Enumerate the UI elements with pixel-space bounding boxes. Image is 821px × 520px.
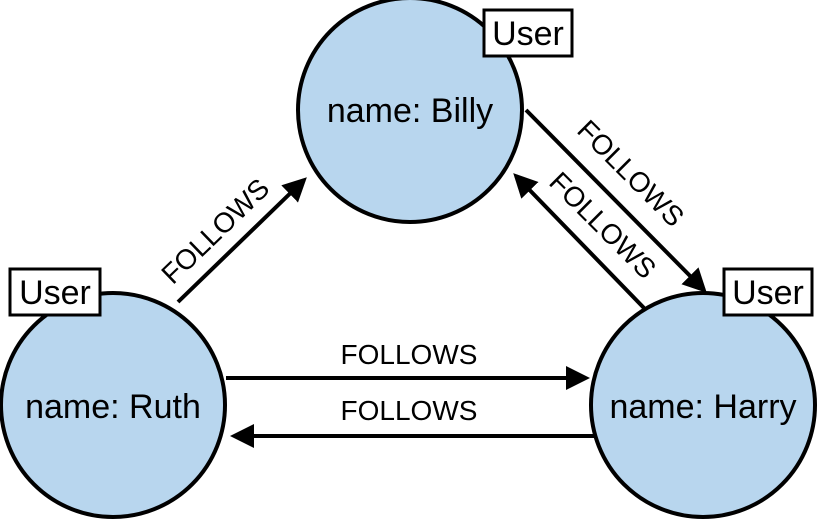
node-circle <box>0 291 227 519</box>
node-name: name: Harry <box>609 388 796 426</box>
edge-arrow <box>513 173 646 310</box>
edge-label: FOLLOWS <box>341 395 478 426</box>
edge-label: FOLLOWS <box>341 339 478 370</box>
edge-arrow <box>524 108 707 293</box>
node-harry: name: Harry User <box>589 267 817 519</box>
node-name: name: Billy <box>327 92 493 130</box>
edge-label: FOLLOWS <box>155 172 275 289</box>
edge-ruth-follows-harry: FOLLOWS <box>226 339 590 390</box>
node-name: name: Ruth <box>25 388 201 426</box>
node-label-box <box>722 267 814 317</box>
edge-arrow <box>176 177 307 304</box>
edge-ruth-follows-billy: FOLLOWS <box>155 172 307 304</box>
node-label-box <box>482 8 574 58</box>
node-label-box <box>8 267 102 317</box>
node-ruth: name: Ruth User <box>0 267 227 519</box>
node-label: User <box>492 15 564 53</box>
node-circle <box>589 291 817 519</box>
node-label: User <box>19 274 91 312</box>
edge-harry-follows-ruth: FOLLOWS <box>230 395 594 448</box>
edge-billy-follows-harry: FOLLOWS <box>524 108 707 293</box>
node-circle <box>296 0 524 224</box>
node-label: User <box>732 274 804 312</box>
node-billy: name: Billy User <box>296 0 574 224</box>
